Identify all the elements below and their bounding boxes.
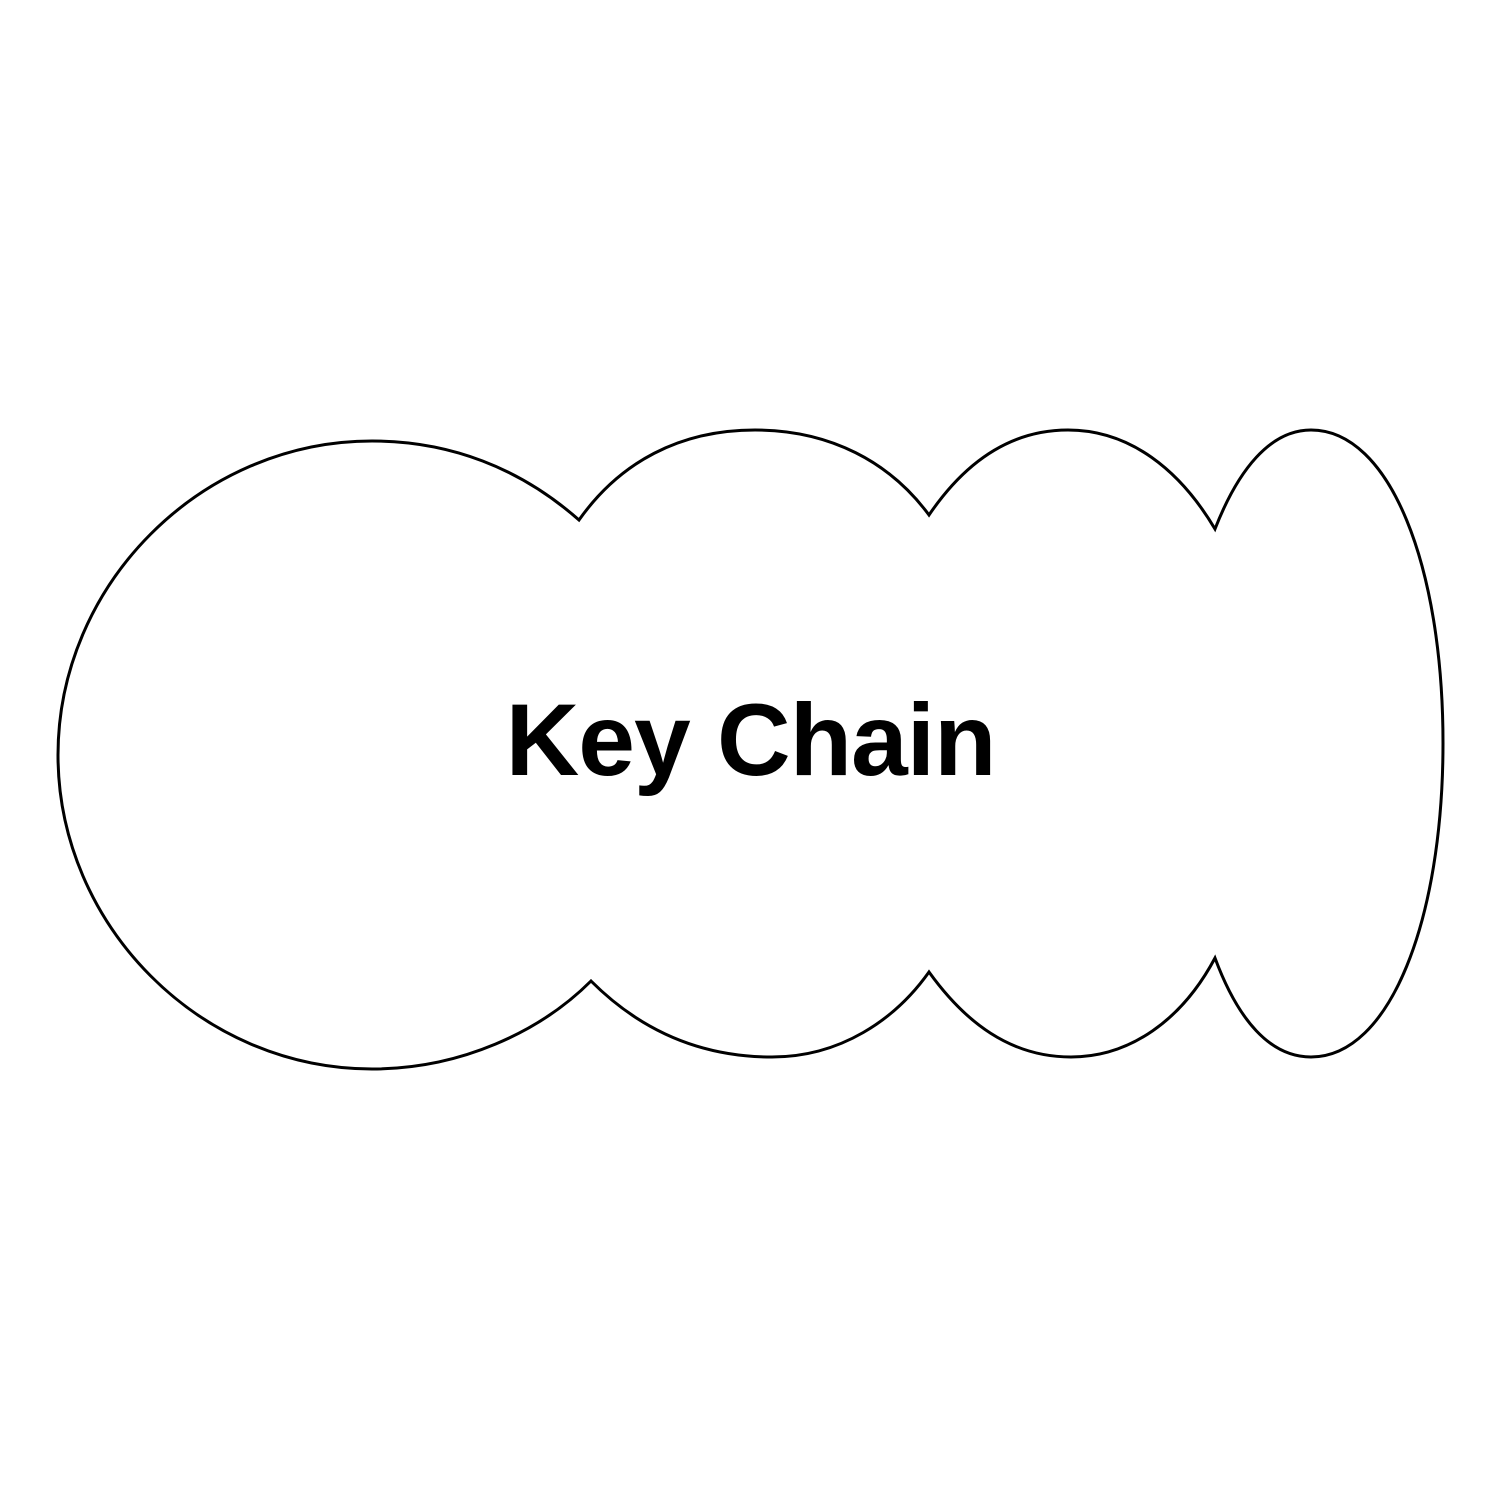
key-chain-label: Key Chain: [505, 683, 997, 797]
key-chain-shape: [56, 428, 1445, 1071]
